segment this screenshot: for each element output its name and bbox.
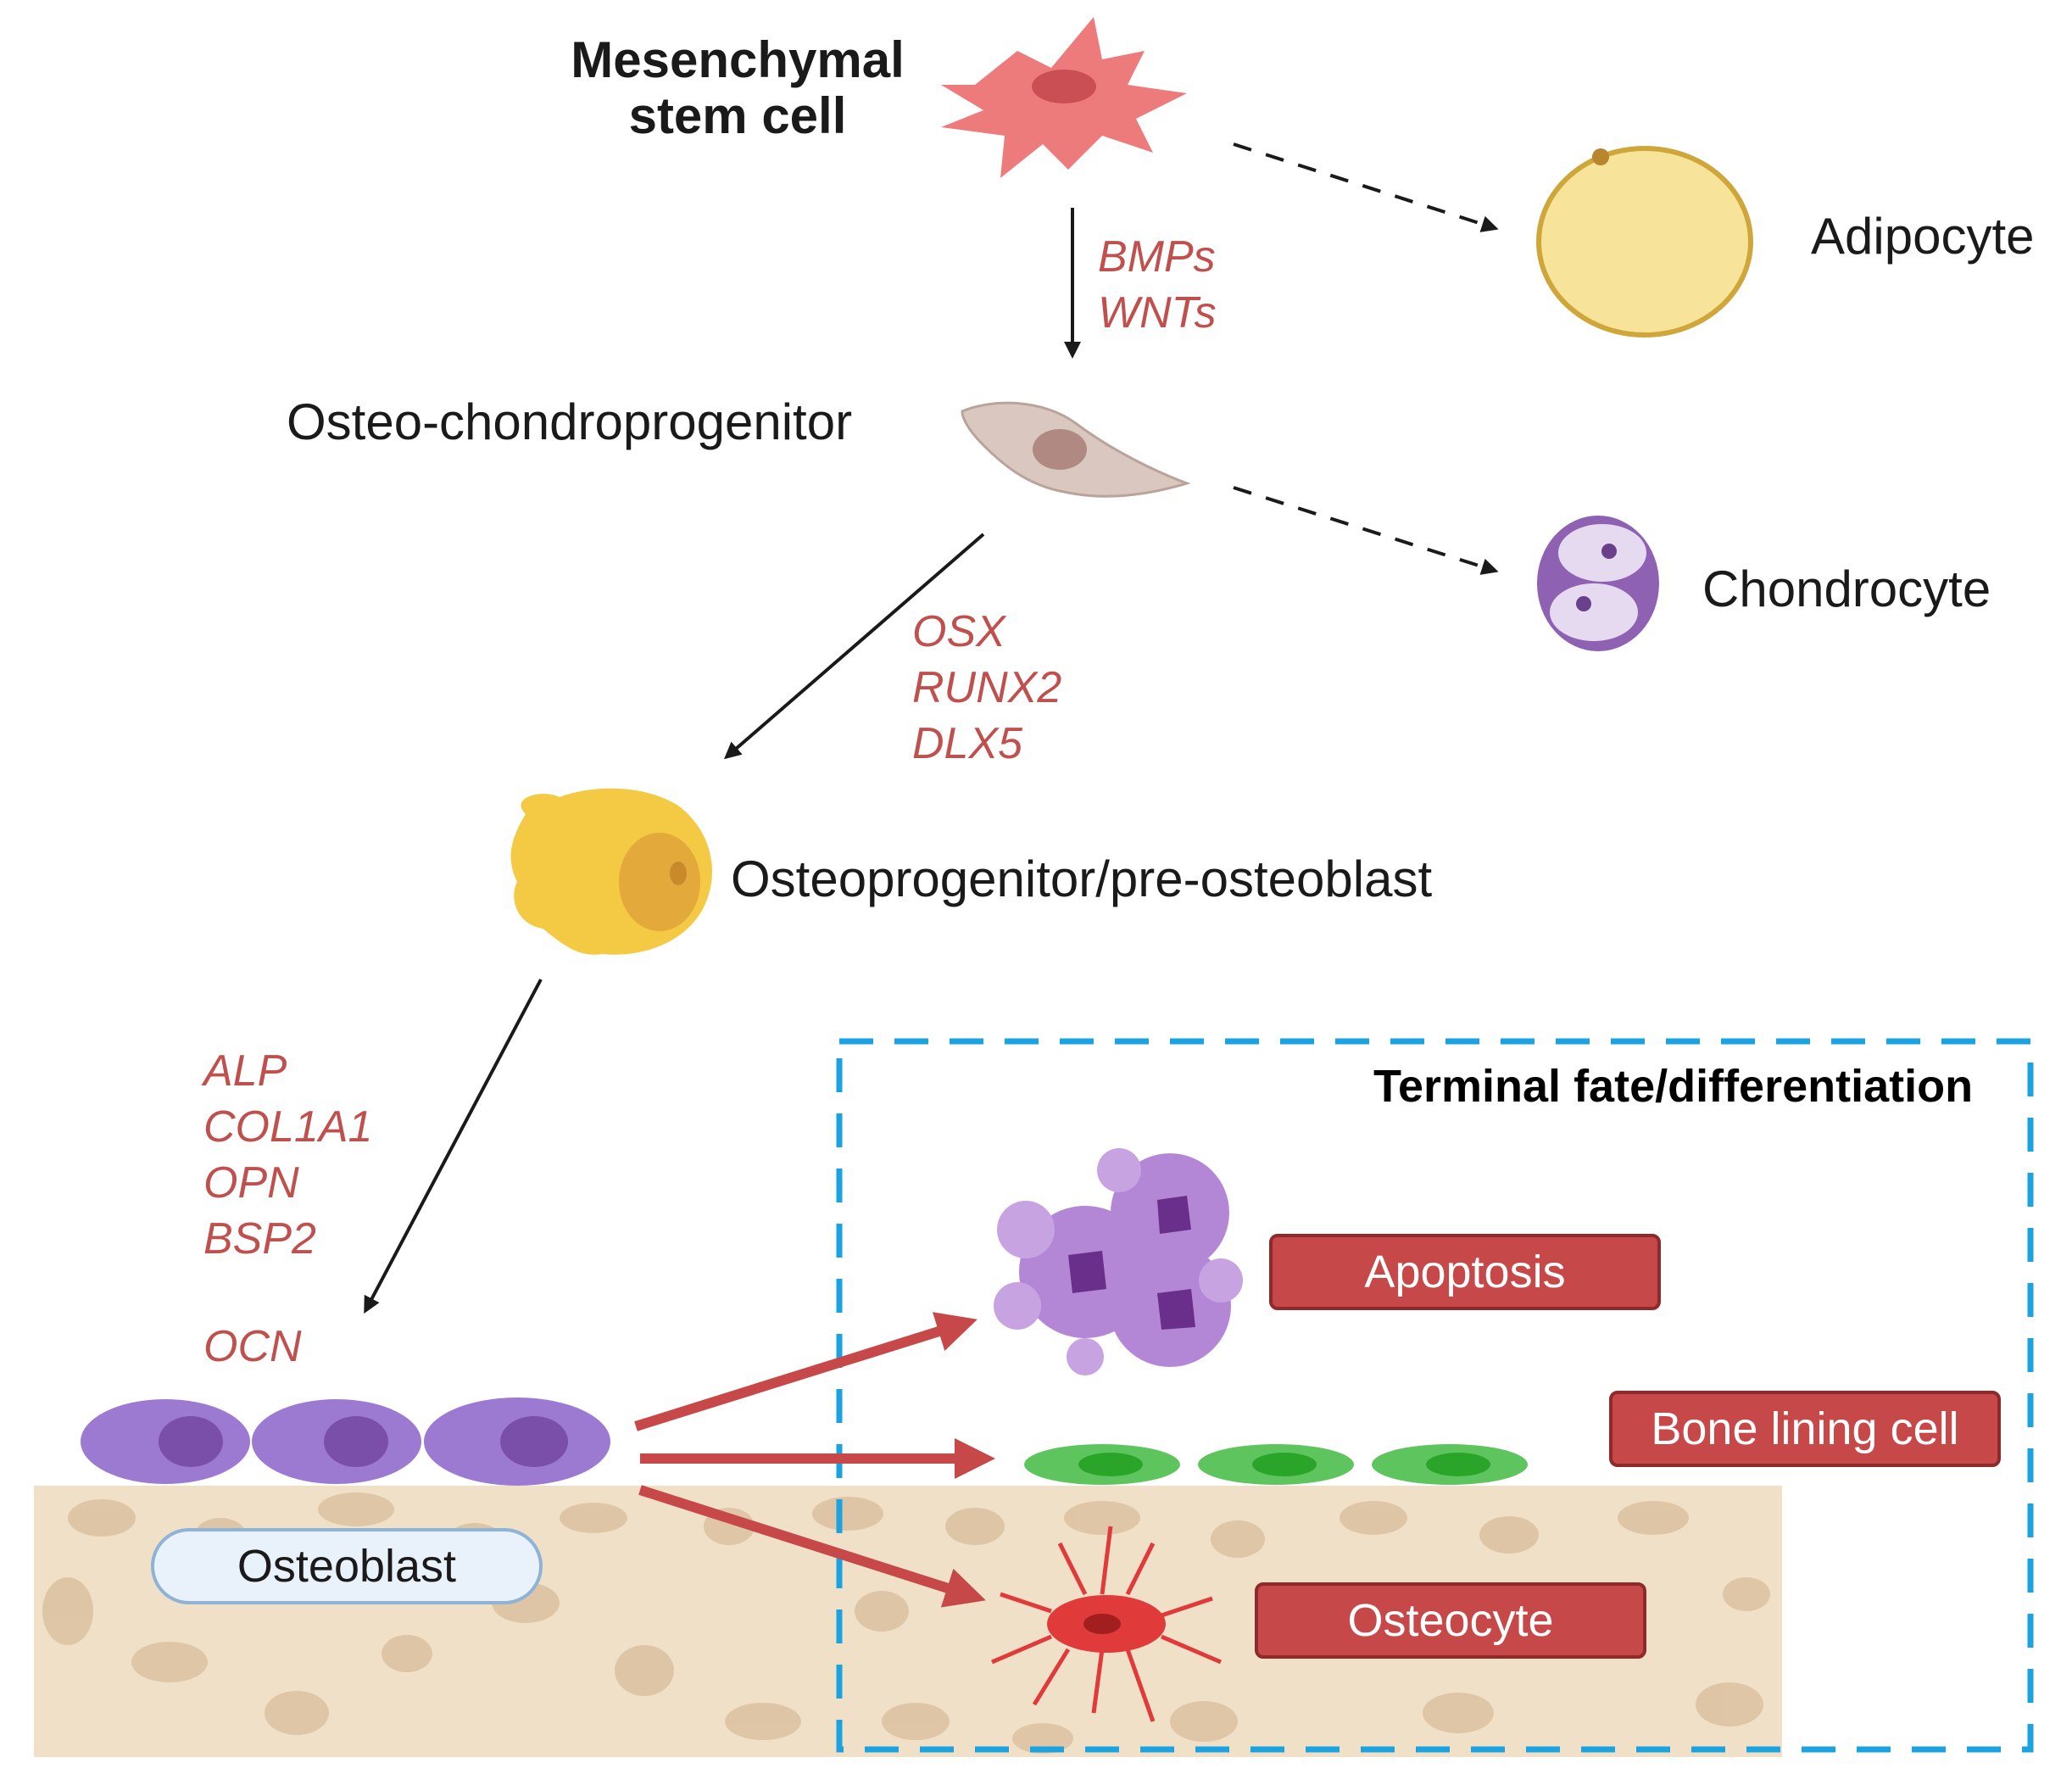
osteoblast-label: Osteoblast	[151, 1528, 543, 1604]
fate-bone-lining-cell: Bone lining cell	[1609, 1391, 2001, 1467]
msc-label: Mesenchymal stem cell	[543, 32, 933, 144]
preosteoblast-label: Osteoprogenitor/pre-osteoblast	[731, 851, 1433, 907]
apoptotic-cell-icon	[994, 1148, 1243, 1375]
gene-opn: OPN	[203, 1158, 299, 1208]
gene-bsp2: BSP2	[203, 1214, 316, 1264]
gene-dlx5: DLX5	[912, 719, 1023, 768]
gene-wnts: WNTs	[1098, 288, 1217, 338]
fate-osteocyte: Osteocyte	[1255, 1582, 1646, 1659]
msc-label-line1: Mesenchymal	[571, 31, 905, 88]
gene-bmps: BMPs	[1098, 232, 1216, 282]
adipocyte-label: Adipocyte	[1811, 208, 2035, 265]
osteo-chondroprogenitor-label: Osteo-chondroprogenitor	[287, 393, 853, 450]
gene-col1a1: COL1A1	[203, 1102, 373, 1152]
arrow-ocp-to-preosteoblast	[723, 533, 985, 760]
chondrocyte-label: Chondrocyte	[1702, 561, 1991, 617]
osteocyte-icon	[991, 1526, 1222, 1722]
osteoblast-icon	[81, 1397, 610, 1486]
terminal-fate-box	[836, 1038, 2034, 1753]
fate-apoptosis: Apoptosis	[1269, 1234, 1661, 1310]
chondrocyte-icon	[1537, 516, 1659, 651]
gene-list-ocp: OSX RUNX2 DLX5	[912, 604, 1061, 772]
gene-runx2: RUNX2	[912, 663, 1062, 712]
arrow-preosteoblast-to-osteoblast	[364, 979, 543, 1314]
arrow-to-apoptosis	[634, 1312, 978, 1431]
gene-ocn: OCN	[203, 1322, 302, 1371]
terminal-fate-title: Terminal fate/differentiation	[1373, 1061, 1974, 1112]
preosteoblast-icon	[510, 788, 712, 955]
arrow-msc-to-adipocyte	[1233, 142, 1499, 232]
adipocyte-icon	[1536, 146, 1753, 338]
arrow-to-osteocyte	[638, 1485, 986, 1608]
bone-lining-cell-icon	[1024, 1444, 1528, 1485]
msc-label-line2: stem cell	[628, 87, 847, 144]
gene-alp: ALP	[203, 1046, 287, 1096]
gene-list-msc: BMPs WNTs	[1098, 229, 1217, 341]
osteo-chondroprogenitor-icon	[961, 401, 1191, 498]
msc-cell-icon	[941, 17, 1187, 178]
arrow-ocp-to-chondrocyte	[1233, 486, 1499, 575]
gene-osx: OSX	[912, 607, 1005, 656]
gene-list-preosteoblast: ALP COL1A1 OPN BSP2	[203, 1043, 372, 1267]
